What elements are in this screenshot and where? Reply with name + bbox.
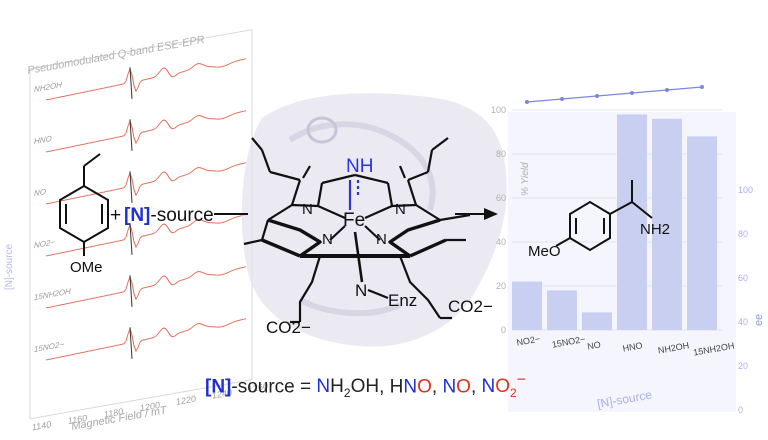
chart-category-label: NO2− <box>516 334 541 348</box>
epr-reference-line <box>129 119 133 151</box>
epr-y-axis-label: [N]-source <box>4 243 15 290</box>
epr-x-tick: 1180 <box>104 406 123 419</box>
chart-ee-point <box>700 85 704 89</box>
chart-y-tick: 100 <box>491 105 506 115</box>
epr-x-tick: 1200 <box>140 400 160 413</box>
product-structure <box>555 180 653 252</box>
equation-item-nitrite: NO2− <box>481 372 526 401</box>
equation-item-nitric-oxide: NO <box>442 376 471 398</box>
epr-trace-label: HNO <box>34 134 52 146</box>
epr-reference-line <box>129 327 133 359</box>
product-amine: NH2 <box>640 221 670 238</box>
chart-right-tick: 100 <box>738 185 753 195</box>
chart-ee-point <box>525 100 529 104</box>
chart-y-tick: 80 <box>496 149 506 159</box>
substrate-structure <box>59 153 109 256</box>
iron-label: Fe <box>343 210 365 231</box>
chart-right-axis-label: ee <box>753 314 765 326</box>
pyrrole-n-right: N <box>395 201 406 218</box>
epr-trace <box>45 266 247 309</box>
axial-enz-label: Enz <box>388 291 417 310</box>
chart-y-tick: 60 <box>496 193 506 203</box>
chart-y-tick: 20 <box>496 281 506 291</box>
chart-bar <box>617 114 647 331</box>
epr-trace-label: NO2− <box>34 237 55 250</box>
equation-lhs: -source = <box>231 376 312 398</box>
epr-trace <box>45 214 247 257</box>
epr-trace <box>45 110 247 153</box>
epr-x-tick: 1260 <box>248 381 268 394</box>
equation-item-nitroxyl: HNO <box>389 376 432 398</box>
axial-n-label: N <box>355 281 367 300</box>
pyrrole-n-bottom-left: N <box>322 231 333 248</box>
epr-reference-line <box>129 171 133 203</box>
epr-x-tick: 1240 <box>212 387 232 400</box>
epr-x-ticks: 1140 1160 1180 1200 1220 1240 1260 <box>32 381 268 433</box>
chart-category-label: NO <box>586 339 601 351</box>
chart-bar <box>652 118 682 330</box>
chart-ee-point <box>665 88 669 92</box>
chart-right-tick: 0 <box>738 405 743 415</box>
chart-y-axis-label: % Yield <box>520 162 531 196</box>
carboxylate-left: CO2− <box>266 318 311 337</box>
chart-bar <box>547 290 577 330</box>
epr-reference-line <box>129 67 133 99</box>
chart-bar <box>582 312 612 330</box>
chart-ee-point <box>630 91 634 95</box>
nitrene-label: NH <box>346 156 373 177</box>
reaction-arrow <box>455 208 498 220</box>
chart-right-ticks: 0 20 40 60 80 100 <box>738 185 753 415</box>
epr-x-tick: 1220 <box>176 394 196 407</box>
substrate-methoxy: OMe <box>70 259 103 276</box>
epr-trace <box>45 318 247 361</box>
chart-y-tick: 40 <box>496 237 506 247</box>
epr-x-tick: 1140 <box>32 419 51 432</box>
nitrene-bond <box>348 180 360 210</box>
epr-trace-label: NO <box>34 187 47 198</box>
epr-reference-line <box>129 223 133 255</box>
pyrrole-n-bottom-right: N <box>376 231 387 248</box>
plus-sign: + <box>110 205 121 226</box>
source-equation: [N]-source = NH2OH, HNO, NO, NO2− <box>205 372 526 401</box>
chart-y-tick: 0 <box>501 325 506 335</box>
chart-bar <box>512 281 542 330</box>
epr-trace <box>45 162 247 205</box>
equation-item-hydroxylamine: NH2OH <box>316 376 380 401</box>
product-methoxy: MeO <box>528 243 561 260</box>
source-label: [N]-source <box>124 205 214 226</box>
chart-right-tick: 60 <box>738 273 748 283</box>
chart-bars <box>512 114 717 331</box>
chart-bar <box>687 136 717 330</box>
chart-right-tick: 40 <box>738 317 748 327</box>
epr-traces <box>45 58 247 361</box>
epr-reference-line <box>129 275 133 307</box>
chart-ee-series <box>525 85 704 104</box>
epr-x-tick: 1160 <box>68 413 87 426</box>
chart-ee-point <box>560 97 564 101</box>
chart-left-ticks: 0 20 40 60 80 100 <box>491 105 506 335</box>
chart-ee-point <box>595 94 599 98</box>
chart-category-label: HNO <box>622 340 643 353</box>
epr-trace <box>45 58 247 101</box>
protein-surface <box>241 93 507 347</box>
porphyrin-skeleton <box>243 137 471 324</box>
pyrrole-n-left: N <box>302 201 313 218</box>
equation-bracket: [N] <box>205 376 232 398</box>
chart-right-tick: 80 <box>738 229 748 239</box>
chart-right-tick: 20 <box>738 361 748 371</box>
carboxylate-right: CO2− <box>448 297 493 316</box>
chart-ee-line <box>526 86 703 103</box>
